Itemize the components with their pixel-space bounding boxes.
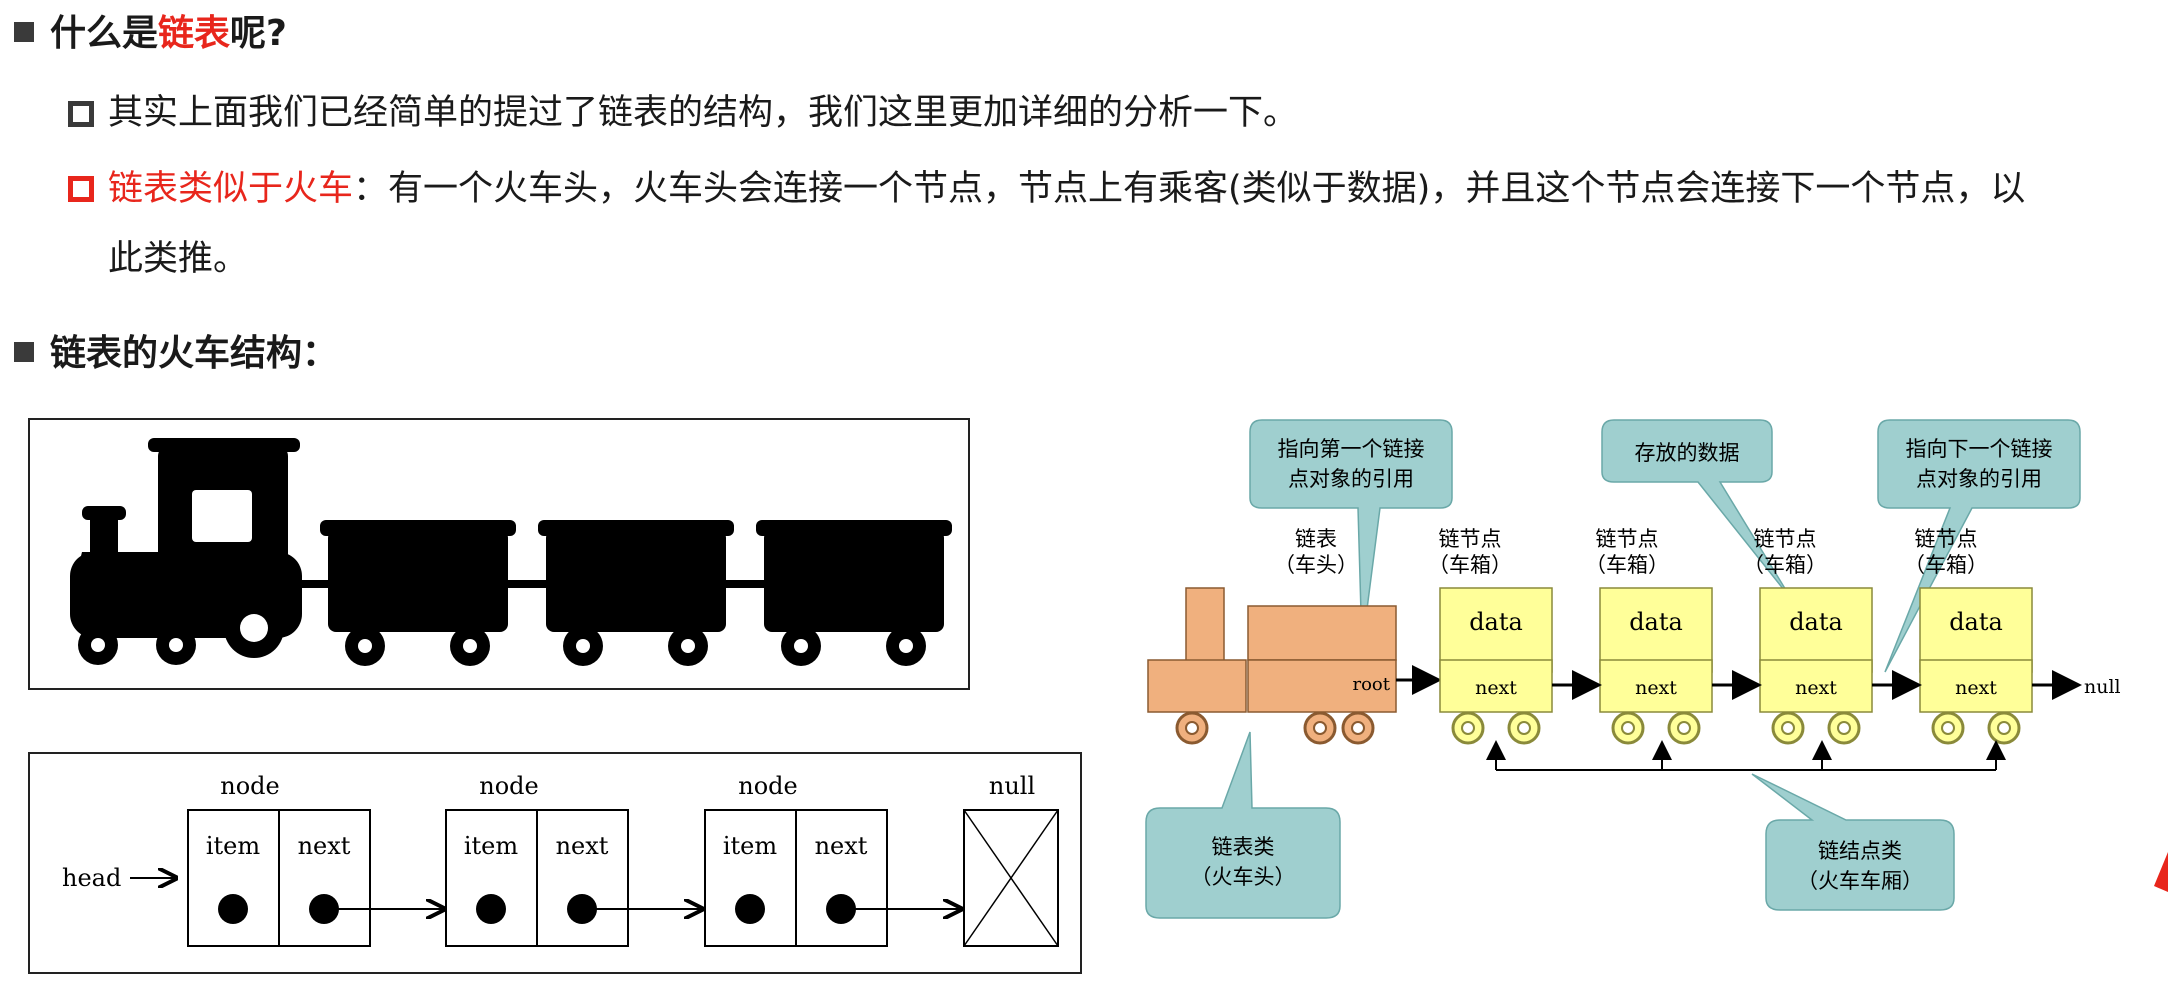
car-next-label: next bbox=[1795, 677, 1837, 699]
bullet-square-icon bbox=[14, 22, 34, 42]
train-silhouette-panel bbox=[28, 418, 970, 690]
car-data-label: data bbox=[1469, 608, 1523, 636]
car-data-label: data bbox=[1949, 608, 2003, 636]
callout-node-class-line2: （火车车厢） bbox=[1797, 869, 1923, 893]
car-label-line2: （车箱） bbox=[1585, 553, 1669, 577]
callout-list-class-line1: 链表类 bbox=[1212, 835, 1275, 859]
bullet-square-icon-2 bbox=[14, 342, 34, 362]
heading-prefix: 什么是 bbox=[50, 13, 159, 54]
car-next-label: next bbox=[1955, 677, 1997, 699]
car-label-line1: 链节点 bbox=[1439, 527, 1502, 551]
train-silhouette-icon bbox=[70, 438, 952, 666]
node-caption: node bbox=[479, 772, 538, 800]
node-item-label: item bbox=[464, 832, 519, 860]
bullet-2-highlight: 链表类似于火车 bbox=[108, 169, 354, 209]
corner-marker-icon bbox=[2154, 852, 2168, 892]
bullet-text-2-line2: 此类推。 bbox=[108, 239, 249, 279]
callout-root-ref-line2: 点对象的引用 bbox=[1288, 467, 1414, 491]
hollow-bullet-icon bbox=[68, 101, 94, 127]
car-label-line2: （车箱） bbox=[1904, 553, 1988, 577]
node-caption: node bbox=[738, 772, 797, 800]
node-next-label: next bbox=[815, 832, 868, 860]
section-heading-train-structure: 链表的火车结构： bbox=[50, 333, 339, 374]
bullet-text-2-line1: 链表类似于火车：有一个火车头，火车头会连接一个节点，节点上有乘客(类似于数据)，… bbox=[108, 172, 2025, 207]
car-label-line1: 链节点 bbox=[1915, 527, 1978, 551]
car-data-label: data bbox=[1629, 608, 1683, 636]
car-data-label: data bbox=[1789, 608, 1843, 636]
bullet-text-1: 其实上面我们已经简单的提过了链表的结构，我们这里更加详细的分析一下。 bbox=[108, 93, 1299, 133]
car-label-line1: 链节点 bbox=[1596, 527, 1659, 551]
car-next-label: next bbox=[1475, 677, 1517, 699]
train-linked-list-diagram: 指向第一个链接 点对象的引用 存放的数据 指向下一个链接 点对象的引用 链表 （… bbox=[1145, 419, 2121, 919]
null-label: null bbox=[2084, 676, 2121, 698]
heading-suffix: 呢? bbox=[230, 13, 287, 54]
engine-label-line1: 链表 bbox=[1295, 527, 1337, 551]
section-heading-what-is-linked-list: 什么是链表呢? bbox=[50, 16, 287, 52]
node-next-label: next bbox=[556, 832, 609, 860]
heading-highlight: 链表 bbox=[158, 13, 231, 54]
bullet-2-rest: ：有一个火车头，火车头会连接一个节点，节点上有乘客(类似于数据)，并且这个节点会… bbox=[353, 169, 2026, 209]
callout-list-class-line2: （火车头） bbox=[1191, 865, 1296, 889]
null-box-icon bbox=[963, 809, 1059, 947]
node-caption: node bbox=[220, 772, 279, 800]
head-label: head bbox=[62, 864, 121, 892]
car-label-line1: 链节点 bbox=[1754, 527, 1817, 551]
null-caption: null bbox=[989, 772, 1035, 800]
callout-node-class-line1: 链结点类 bbox=[1818, 839, 1902, 863]
hollow-bullet-red-icon bbox=[68, 176, 94, 202]
callout-next-ref-line1: 指向下一个链接 bbox=[1906, 437, 2053, 461]
linked-list-diagram: head node item next node item next node … bbox=[62, 772, 1059, 947]
node-next-label: next bbox=[298, 832, 351, 860]
callout-root-ref-line1: 指向第一个链接 bbox=[1278, 437, 1425, 461]
car-next-label: next bbox=[1635, 677, 1677, 699]
engine-label-line2: （车头） bbox=[1274, 553, 1358, 577]
car-label-line2: （车箱） bbox=[1428, 553, 1512, 577]
node-item-label: item bbox=[206, 832, 261, 860]
root-label: root bbox=[1352, 674, 1390, 695]
callout-data: 存放的数据 bbox=[1635, 441, 1740, 465]
node-item-label: item bbox=[723, 832, 778, 860]
callout-next-ref-line2: 点对象的引用 bbox=[1916, 467, 2042, 491]
linked-list-diagram-panel: head node item next node item next node … bbox=[28, 752, 1082, 974]
car-label-line2: （车箱） bbox=[1743, 553, 1827, 577]
